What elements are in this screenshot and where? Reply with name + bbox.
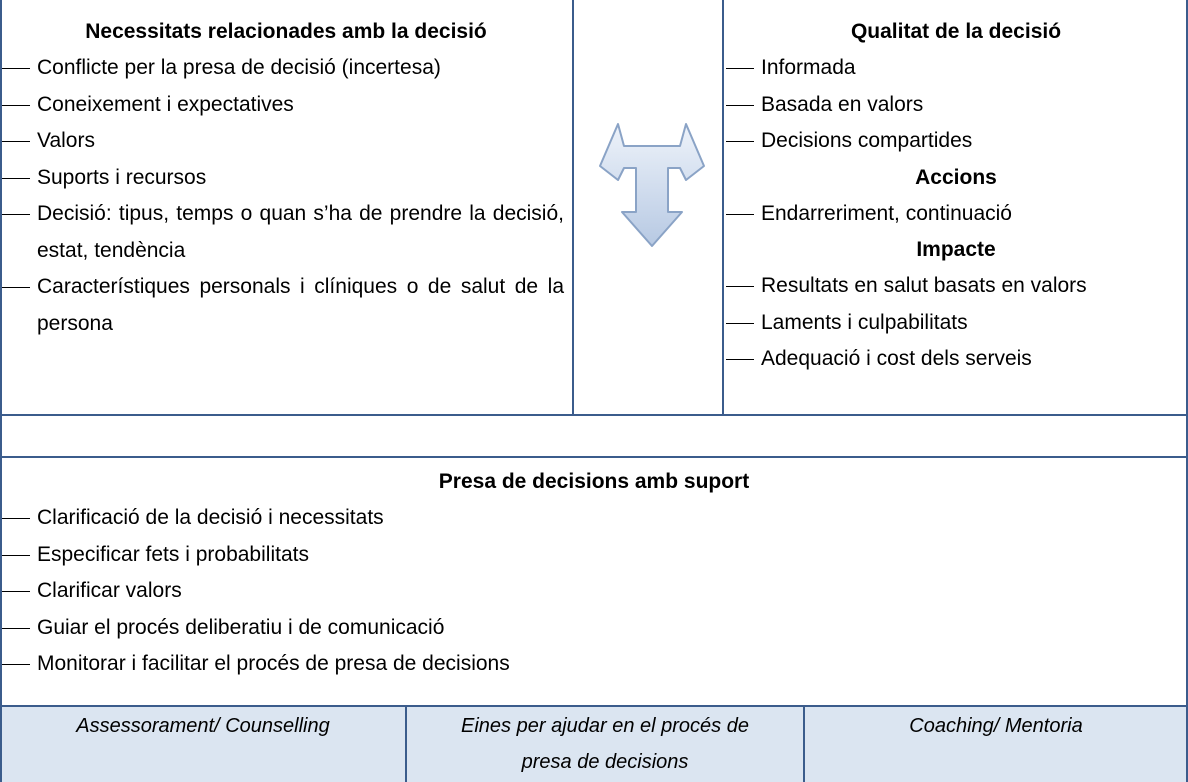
list-item: Clarificació de la decisió i necessitats (0, 500, 1188, 537)
grid-divider (0, 0, 2, 782)
list-item: Guiar el procés deliberatiu i de comunic… (0, 610, 1188, 647)
needs-list: Conflicte per la presa de decisió (incer… (0, 50, 572, 342)
footer-cell-coaching: Coaching/ Mentoria (909, 715, 1083, 737)
list-item: Endarreriment, continuació (724, 196, 1188, 233)
list-item: Característiques personals i clíniques o… (0, 269, 572, 342)
quality-list: Informada Basada en valors Decisions com… (724, 50, 1188, 160)
list-item: Monitorar i facilitar el procés de presa… (0, 646, 1188, 683)
grid-divider (405, 706, 407, 782)
impact-list: Resultats en salut basats en valors Lame… (724, 268, 1188, 378)
list-item: Decisió: tipus, temps o quan s’ha de pre… (0, 196, 572, 269)
list-item: Valors (0, 123, 572, 160)
list-item: Informada (724, 50, 1188, 87)
needs-panel: Necessitats relacionades amb la decisió … (0, 14, 572, 342)
double-headed-t-arrow-icon (599, 123, 705, 247)
list-item: Resultats en salut basats en valors (724, 268, 1188, 305)
list-item: Suports i recursos (0, 160, 572, 197)
grid-divider (0, 414, 1188, 416)
support-list: Clarificació de la decisió i necessitats… (0, 500, 1188, 683)
outcomes-panel: Qualitat de la decisió Informada Basada … (724, 14, 1188, 378)
support-panel: Presa de decisions amb suport Clarificac… (0, 464, 1188, 683)
footer-cell-tools: Eines per ajudar en el procés de presa d… (461, 715, 749, 773)
actions-title: Accions (915, 165, 997, 189)
impact-title: Impacte (916, 238, 996, 261)
grid-divider (0, 705, 1188, 707)
quality-title: Qualitat de la decisió (850, 20, 1062, 43)
actions-list: Endarreriment, continuació (724, 196, 1188, 233)
grid-divider (572, 0, 574, 416)
list-item: Decisions compartides (724, 123, 1188, 160)
grid-divider (803, 706, 805, 782)
footer-row: Assessorament/ Counselling Eines per aju… (0, 706, 1188, 782)
support-title: Presa de decisions amb suport (438, 470, 750, 493)
list-item: Coneixement i expectatives (0, 87, 572, 124)
list-item: Especificar fets i probabilitats (0, 537, 1188, 574)
grid-divider (722, 0, 724, 416)
list-item: Clarificar valors (0, 573, 1188, 610)
grid-divider (1186, 0, 1188, 782)
needs-title: Necessitats relacionades amb la decisió (85, 20, 487, 43)
grid-divider (0, 456, 1188, 458)
list-item: Conflicte per la presa de decisió (incer… (0, 50, 572, 87)
list-item: Basada en valors (724, 87, 1188, 124)
list-item: Adequació i cost dels serveis (724, 341, 1188, 378)
list-item: Laments i culpabilitats (724, 305, 1188, 342)
footer-cell-counselling: Assessorament/ Counselling (76, 715, 330, 737)
